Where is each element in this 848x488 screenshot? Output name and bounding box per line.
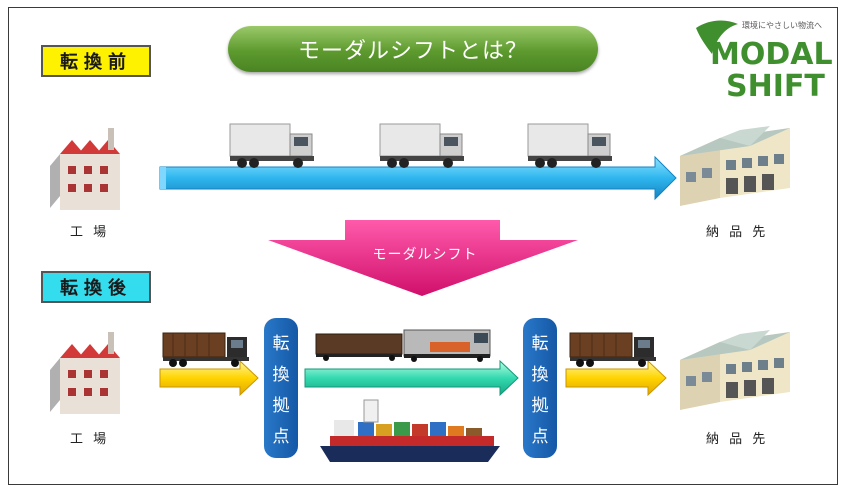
train-icon xyxy=(315,329,491,362)
phase-label-after: 転換後 xyxy=(41,271,151,303)
modal-shift-arrow xyxy=(268,220,578,296)
page-title: モーダルシフトとは？ xyxy=(228,26,598,72)
warehouse-icon-after xyxy=(680,330,790,410)
modal-shift-logo: 環境にやさしい物流へ MODAL SHIFT xyxy=(696,20,833,104)
truck-icon xyxy=(379,123,465,169)
destination-label-after: 納 品 先 xyxy=(706,432,769,447)
diagram-frame xyxy=(8,7,838,485)
truck-arrow-left xyxy=(159,359,259,397)
factory-label-after: 工 場 xyxy=(70,432,110,447)
warehouse-icon-before xyxy=(680,126,790,206)
factory-icon-after xyxy=(50,332,120,414)
hub-char: 拠 xyxy=(531,396,549,416)
truck-icon-brown xyxy=(162,332,250,368)
transfer-hub-left: 転 換 拠 点 xyxy=(264,318,298,458)
truck-arrow-right xyxy=(565,359,667,397)
logo-line-2: SHIFT xyxy=(726,69,825,104)
hub-char: 点 xyxy=(272,427,290,447)
phase-label-before: 転換前 xyxy=(41,45,151,77)
hub-char: 拠 xyxy=(272,396,290,416)
modal-shift-label: モーダルシフト xyxy=(372,247,478,263)
hub-char: 転 xyxy=(531,334,549,354)
hub-char: 換 xyxy=(531,365,549,385)
factory-label-before: 工 場 xyxy=(70,225,110,240)
truck-icon-brown xyxy=(569,332,657,368)
hub-char: 点 xyxy=(531,427,549,447)
factory-icon-before xyxy=(50,128,120,210)
container-ship-icon xyxy=(320,399,500,462)
rail-sea-arrow xyxy=(304,359,519,397)
logo-tagline: 環境にやさしい物流へ xyxy=(742,20,822,30)
hub-char: 換 xyxy=(272,365,290,385)
truck-icon xyxy=(229,123,315,169)
logo-line-1: MODAL xyxy=(710,37,833,72)
transfer-hub-right: 転 換 拠 点 xyxy=(523,318,557,458)
truck-icon xyxy=(527,123,613,169)
road-arrow-before xyxy=(159,155,677,201)
hub-char: 転 xyxy=(272,334,290,354)
destination-label-before: 納 品 先 xyxy=(706,225,769,240)
